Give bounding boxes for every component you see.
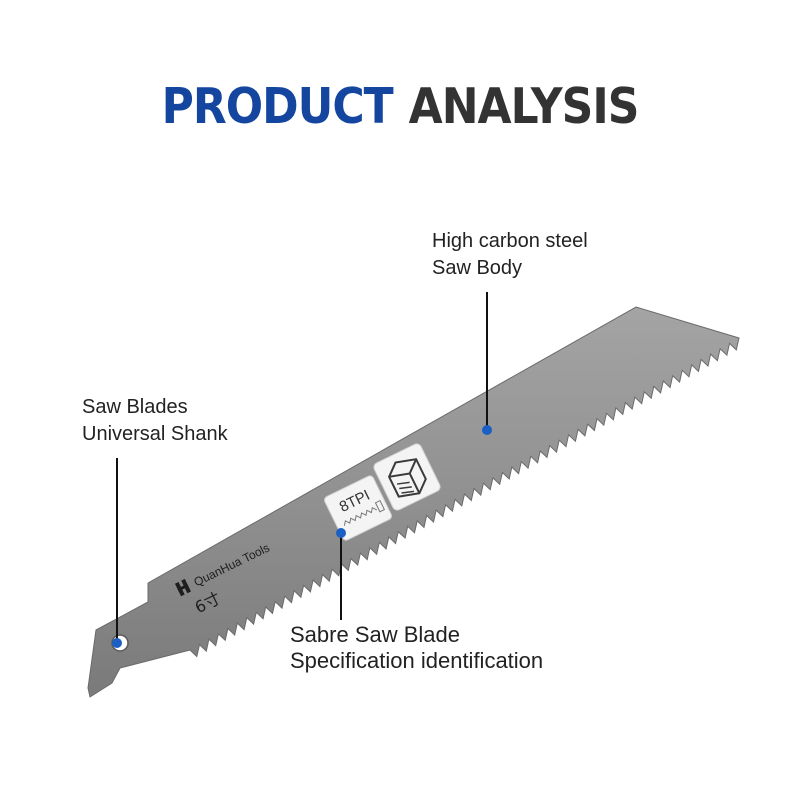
callout-saw-body-line2: Saw Body [432, 257, 523, 279]
callout-spec-line1: Sabre Saw Blade [290, 622, 460, 647]
marker-dot-saw-body [482, 425, 492, 435]
title-word-analysis: ANALYSIS [408, 78, 640, 136]
marker-dot-spec [336, 528, 346, 538]
tpi-badge: 8TPI [324, 475, 392, 541]
callout-spec: Sabre Saw Blade Specification identifica… [290, 622, 543, 674]
leader-line-shank [116, 458, 118, 642]
brand-logo-icon [174, 578, 191, 597]
leader-line-saw-body [486, 292, 488, 430]
leader-line-spec [340, 532, 342, 620]
callout-saw-body: High carbon steel Saw Body [432, 228, 588, 282]
marker-dot-shank [112, 638, 122, 648]
callout-saw-body-line1: High carbon steel [432, 230, 588, 252]
title-word-product: PRODUCT [161, 78, 394, 136]
wood-block-icon [388, 458, 427, 498]
wood-material-badge [373, 443, 441, 511]
callout-spec-line2: Specification identification [290, 648, 544, 673]
callout-shank-line2: Universal Shank [82, 423, 228, 445]
callout-shank: Saw Blades Universal Shank [82, 394, 228, 448]
callout-shank-line1: Saw Blades [82, 396, 188, 418]
tooth-pattern-icon [343, 506, 377, 526]
